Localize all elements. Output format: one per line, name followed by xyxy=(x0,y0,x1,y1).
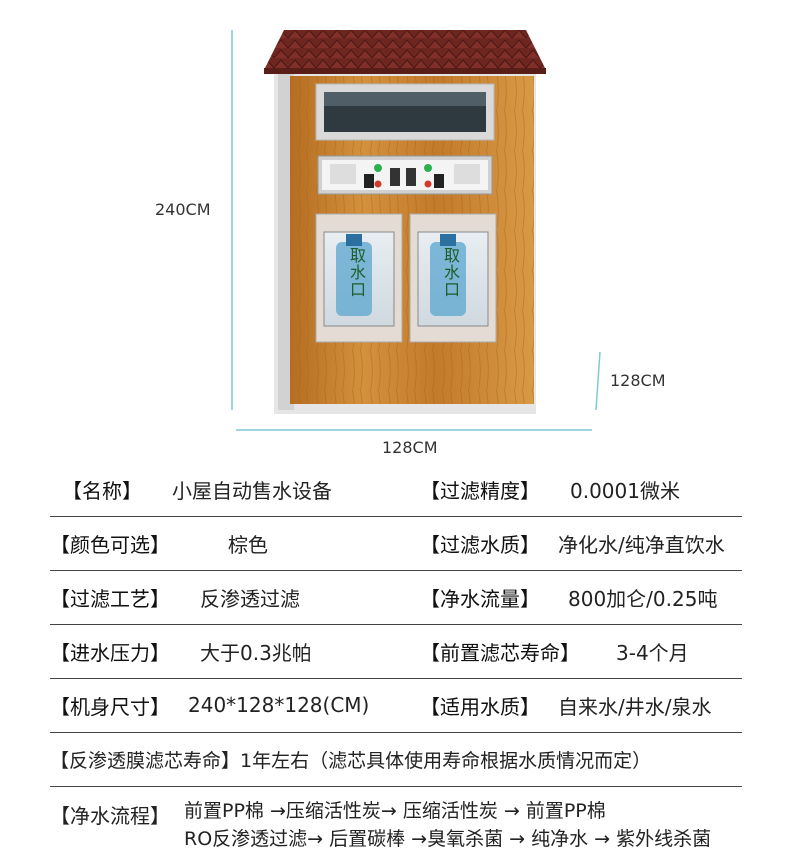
spec-label: 【机身尺寸】 xyxy=(50,694,170,719)
water-kiosk-illustration xyxy=(260,28,550,418)
depth-dimension-label: 128CM xyxy=(610,371,666,390)
spec-value: 小屋自动售水设备 xyxy=(172,478,332,503)
spec-value-2: 0.0001微米 xyxy=(570,478,680,503)
spec-value-2: 800加仑/0.25吨 xyxy=(568,586,718,611)
spec-value: 反渗透过滤 xyxy=(200,586,300,611)
spec-value: 大于0.3兆帕 xyxy=(200,640,312,665)
spec-label: 【过滤工艺】 xyxy=(50,586,170,611)
spec-row: 【名称】 小屋自动售水设备 【过滤精度】 0.0001微米 xyxy=(50,462,742,517)
process-label: 【净水流程】 xyxy=(50,804,170,828)
spec-label: 【进水压力】 xyxy=(50,640,170,665)
spec-row: 【机身尺寸】 240*128*128(CM) 【适用水质】 自来水/井水/泉水 xyxy=(50,678,742,733)
membrane-life-row: 【反渗透膜滤芯寿命】1年左右（滤芯具体使用寿命根据水质情况而定） xyxy=(50,732,742,787)
spec-label: 【颜色可选】 xyxy=(50,532,170,557)
width-dimension-label: 128CM xyxy=(382,438,438,457)
spec-row: 【进水压力】 大于0.3兆帕 【前置滤芯寿命】 3-4个月 xyxy=(50,624,742,679)
spec-label-2: 【过滤精度】 xyxy=(420,478,540,503)
spec-value-2: 自来水/井水/泉水 xyxy=(558,694,712,719)
spec-value-2: 净化水/纯净直饮水 xyxy=(558,532,725,557)
roof xyxy=(264,30,546,70)
left-tap-label: 取水口 xyxy=(349,246,366,299)
spec-label-2: 【净水流量】 xyxy=(420,586,540,611)
spec-label: 【名称】 xyxy=(62,478,142,503)
spec-value: 棕色 xyxy=(228,532,268,557)
height-dimension-label: 240CM xyxy=(155,200,211,219)
water-kiosk-svg xyxy=(264,30,546,414)
right-tap-label: 取水口 xyxy=(443,246,460,299)
spec-row: 【颜色可选】 棕色 【过滤水质】 净化水/纯净直饮水 xyxy=(50,516,742,571)
process-line-2: RO反渗透过滤→ 后置碳棒 →臭氧杀菌 → 纯净水 → 紫外线杀菌 xyxy=(184,828,712,850)
spec-value: 240*128*128(CM) xyxy=(188,693,370,717)
spec-value-2: 3-4个月 xyxy=(616,640,689,665)
spec-label-2: 【前置滤芯寿命】 xyxy=(420,640,580,665)
spec-label-2: 【适用水质】 xyxy=(420,694,540,719)
membrane-life-text: 【反渗透膜滤芯寿命】1年左右（滤芯具体使用寿命根据水质情况而定） xyxy=(50,749,652,772)
dimension-lines xyxy=(231,30,601,431)
spec-label-2: 【过滤水质】 xyxy=(420,532,540,557)
spec-row: 【过滤工艺】 反渗透过滤 【净水流量】 800加仑/0.25吨 xyxy=(50,570,742,625)
dimension-lines-svg xyxy=(231,30,601,431)
process-line-1: 前置PP棉 →压缩活性炭→ 压缩活性炭 → 前置PP棉 xyxy=(184,800,606,822)
